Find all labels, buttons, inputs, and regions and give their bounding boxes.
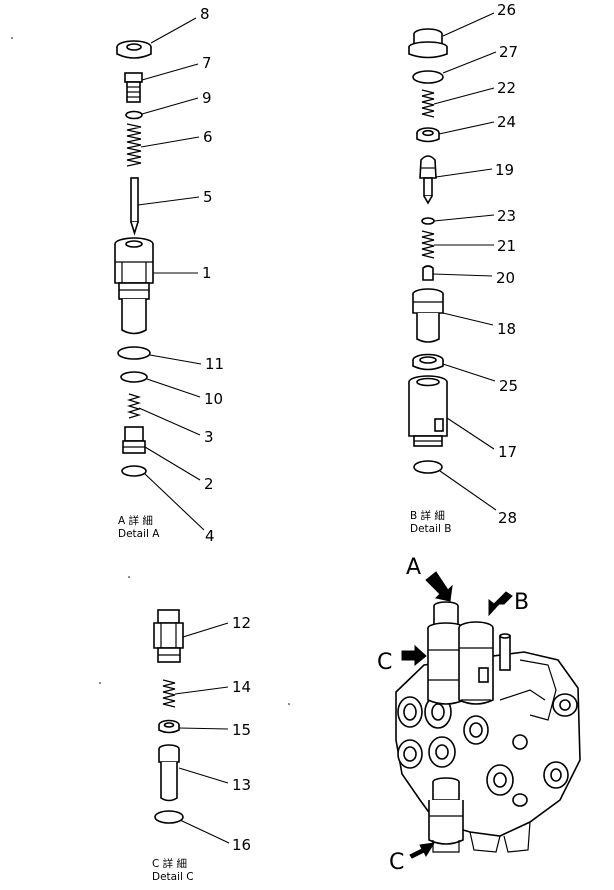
callout-c-upper: C <box>377 644 427 675</box>
part-number-2: 2 <box>204 475 214 493</box>
part-number-19: 19 <box>495 161 514 179</box>
part-number-16: 16 <box>232 836 251 854</box>
part-number-9: 9 <box>202 89 212 107</box>
part-20-poppet <box>422 265 434 281</box>
detail-c-caption-jp: C 詳 細 <box>152 857 187 870</box>
part-5-pin <box>130 177 139 236</box>
part-8-nut <box>116 40 152 59</box>
detail-a-group: 8 7 9 6 5 <box>114 5 224 545</box>
part-16-o-ring <box>154 810 184 824</box>
detail-c-caption-en: Detail C <box>152 871 194 883</box>
callout-letter-a: A <box>406 555 421 580</box>
callout-c-lower: C <box>389 842 435 875</box>
part-25-seat-ring <box>412 353 444 371</box>
part-number-8: 8 <box>200 5 210 23</box>
part-3-spring <box>126 393 142 419</box>
part-number-20: 20 <box>496 269 515 287</box>
part-18-sleeve <box>412 288 444 343</box>
part-number-10: 10 <box>204 390 223 408</box>
part-2-poppet <box>122 426 146 454</box>
part-number-27: 27 <box>499 43 518 61</box>
part-1-valve-body <box>114 237 154 335</box>
part-number-7: 7 <box>202 54 212 72</box>
part-number-24: 24 <box>497 113 516 131</box>
callout-letter-b: B <box>514 590 529 615</box>
part-11-o-ring <box>117 346 151 360</box>
part-number-14: 14 <box>232 678 251 696</box>
part-22-spring <box>421 89 435 118</box>
part-6-spring <box>126 123 142 167</box>
part-19-piston <box>419 155 437 205</box>
part-28-o-ring <box>413 460 443 474</box>
part-4-o-ring <box>121 465 147 477</box>
part-12-plug <box>153 609 184 663</box>
detail-c-group: 12 14 15 13 16 C 詳 細 Detail C <box>152 609 251 883</box>
arrow-c-lower-icon <box>409 842 435 859</box>
part-number-17: 17 <box>498 443 517 461</box>
callout-letter-c-lower: C <box>389 850 404 875</box>
arrow-b-icon <box>488 591 513 617</box>
callout-letter-c-upper: C <box>377 650 392 675</box>
detail-b-caption-jp: B 詳 細 <box>410 509 445 522</box>
arrow-c-upper-icon <box>401 644 427 667</box>
part-number-28: 28 <box>498 509 517 527</box>
part-number-25: 25 <box>499 377 518 395</box>
callout-a: A <box>406 555 453 602</box>
part-number-1: 1 <box>202 264 212 282</box>
part-26-cap <box>408 28 448 59</box>
detail-b-group: 26 27 22 24 19 23 <box>408 1 518 535</box>
valve-assembly-illustration <box>395 601 581 853</box>
part-number-6: 6 <box>203 128 213 146</box>
part-17-housing <box>408 375 448 447</box>
part-number-26: 26 <box>497 1 516 19</box>
part-number-18: 18 <box>497 320 516 338</box>
part-21-spring <box>421 230 435 259</box>
part-14-spring <box>162 679 176 708</box>
detail-a-caption-en: Detail A <box>118 528 160 540</box>
part-number-15: 15 <box>232 721 251 739</box>
part-number-22: 22 <box>497 79 516 97</box>
detail-a-caption-jp: A 詳 細 <box>118 514 153 527</box>
part-24-seat <box>416 127 440 143</box>
part-number-3: 3 <box>204 428 214 446</box>
part-number-12: 12 <box>232 614 251 632</box>
part-number-21: 21 <box>497 237 516 255</box>
part-15-seat <box>158 719 180 734</box>
arrow-a-icon <box>425 571 453 602</box>
part-7-plug <box>124 72 143 103</box>
part-27-o-ring <box>412 70 444 84</box>
part-10-o-ring <box>120 371 148 383</box>
part-number-23: 23 <box>497 207 516 225</box>
part-number-11: 11 <box>205 355 224 373</box>
part-number-4: 4 <box>205 527 215 545</box>
part-23-o-ring <box>421 217 435 225</box>
part-13-sleeve <box>158 744 180 802</box>
part-number-5: 5 <box>203 188 213 206</box>
part-9-o-ring <box>125 110 143 120</box>
callout-b: B <box>488 590 529 617</box>
detail-b-caption-en: Detail B <box>410 523 451 535</box>
part-number-13: 13 <box>232 776 251 794</box>
